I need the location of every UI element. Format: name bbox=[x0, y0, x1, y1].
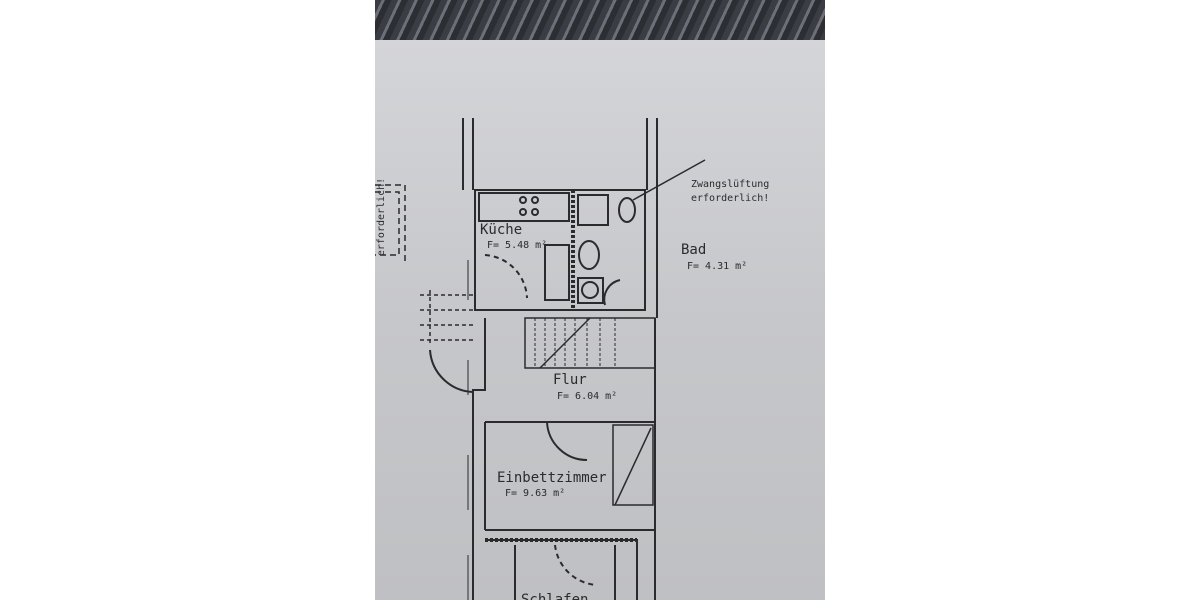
room-area-kueche: F= 5.48 m² bbox=[487, 240, 547, 251]
floor-plan-drawing: erforderlich! Zwangslüftung erforderlich… bbox=[375, 118, 769, 600]
shaft-walls bbox=[462, 118, 658, 318]
room-name-flur: Flur bbox=[553, 372, 587, 388]
room-area-einbettzimmer: F= 9.63 m² bbox=[505, 488, 565, 499]
floor-plan-photo: erforderlich! Zwangslüftung erforderlich… bbox=[375, 0, 825, 600]
note-line-1: Zwangslüftung bbox=[691, 179, 769, 190]
room-name-einbettzimmer: Einbettzimmer bbox=[497, 470, 607, 486]
room-name-kueche: Küche bbox=[480, 222, 522, 238]
kitchen-bath-walls bbox=[474, 189, 646, 311]
room-name-schlafen: Schlafen bbox=[521, 592, 588, 600]
note-line-2: erforderlich! bbox=[691, 193, 769, 204]
room-area-bad: F= 4.31 m² bbox=[687, 261, 747, 272]
room-area-flur: F= 6.04 m² bbox=[557, 391, 617, 402]
note-leader-line bbox=[632, 159, 706, 201]
room-name-bad: Bad bbox=[681, 242, 706, 258]
side-note-text: erforderlich! bbox=[376, 178, 387, 256]
